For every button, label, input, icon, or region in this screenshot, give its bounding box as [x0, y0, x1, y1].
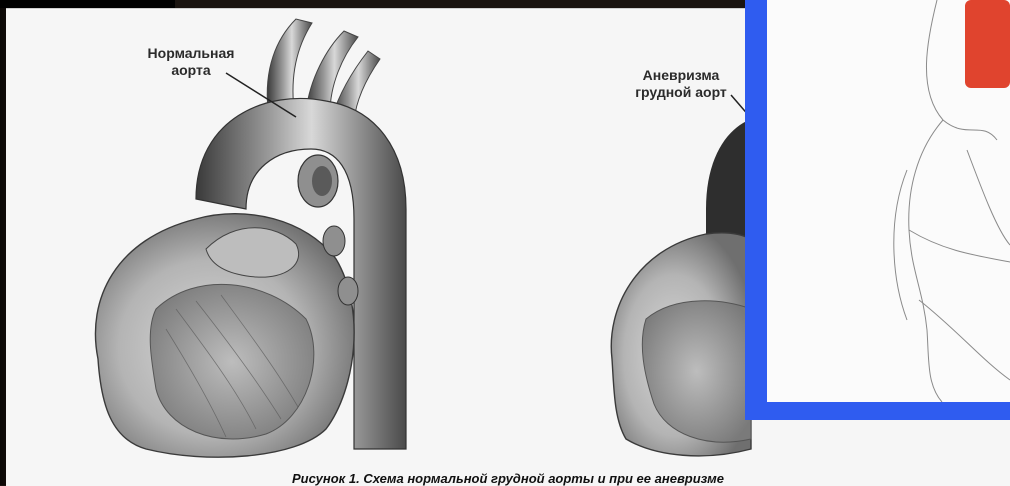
- normal-aorta-label: Нормальная аорта: [116, 45, 266, 79]
- aneurysm-label-line2: грудной аорт: [601, 84, 761, 101]
- figure-caption: Рисунок 1. Схема нормальной грудной аорт…: [6, 471, 1010, 486]
- top-dark-bar: [0, 0, 175, 8]
- inset-sketch: [767, 0, 1010, 402]
- aneurysm-label-line1: Аневризма: [601, 67, 761, 84]
- red-highlight: [965, 0, 1010, 88]
- zoom-inset: [745, 0, 1010, 420]
- aneurysm-heart: [611, 95, 751, 456]
- normal-aorta-label-line2: аорта: [116, 62, 266, 79]
- normal-aorta-label-line1: Нормальная: [116, 45, 266, 62]
- aneurysm-label: Аневризма грудной аорт: [601, 67, 761, 101]
- normal-heart: [95, 19, 406, 457]
- inset-content: [767, 0, 1010, 402]
